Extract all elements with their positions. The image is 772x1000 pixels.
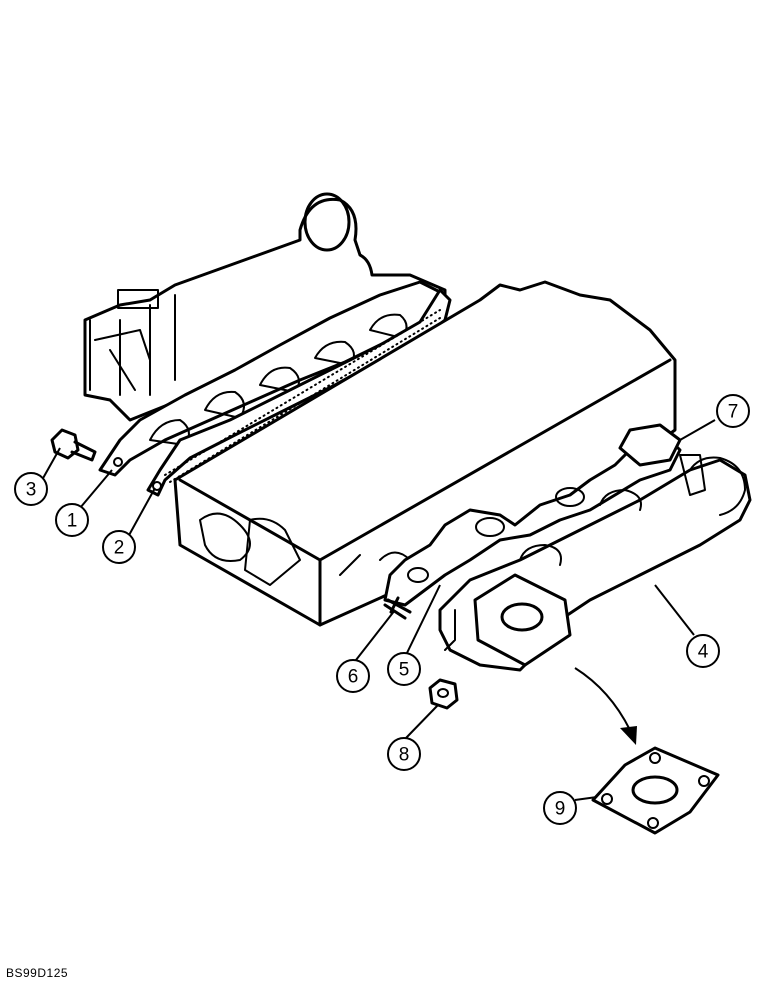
callout-3-label: 3 bbox=[26, 480, 37, 501]
leader-lines bbox=[41, 419, 716, 801]
callout-4-label: 4 bbox=[698, 642, 709, 663]
callout-1: 1 bbox=[55, 503, 89, 537]
callout-2-label: 2 bbox=[114, 538, 125, 559]
callout-5-label: 5 bbox=[399, 660, 410, 681]
pointer-arrow bbox=[574, 667, 637, 745]
callout-7-label: 7 bbox=[728, 402, 739, 423]
callout-9-label: 9 bbox=[555, 799, 566, 820]
callout-9: 9 bbox=[543, 791, 577, 825]
flange-gasket bbox=[591, 746, 720, 835]
nut bbox=[428, 678, 459, 710]
callout-6: 6 bbox=[336, 659, 370, 693]
callout-8: 8 bbox=[387, 737, 421, 771]
callout-6-label: 6 bbox=[348, 667, 359, 688]
callout-5: 5 bbox=[387, 652, 421, 686]
exhaust-manifold bbox=[438, 454, 752, 672]
callout-1-label: 1 bbox=[67, 511, 78, 532]
callout-4: 4 bbox=[686, 634, 720, 668]
intake-manifold bbox=[83, 192, 447, 422]
callout-2: 2 bbox=[102, 530, 136, 564]
intake-gasket bbox=[146, 288, 452, 497]
bolt bbox=[50, 428, 97, 462]
callout-3: 3 bbox=[14, 472, 48, 506]
callout-8-label: 8 bbox=[399, 745, 410, 766]
cylinder-head bbox=[173, 280, 677, 627]
callout-7: 7 bbox=[716, 394, 750, 428]
figure-id: BS99D125 bbox=[6, 966, 69, 980]
